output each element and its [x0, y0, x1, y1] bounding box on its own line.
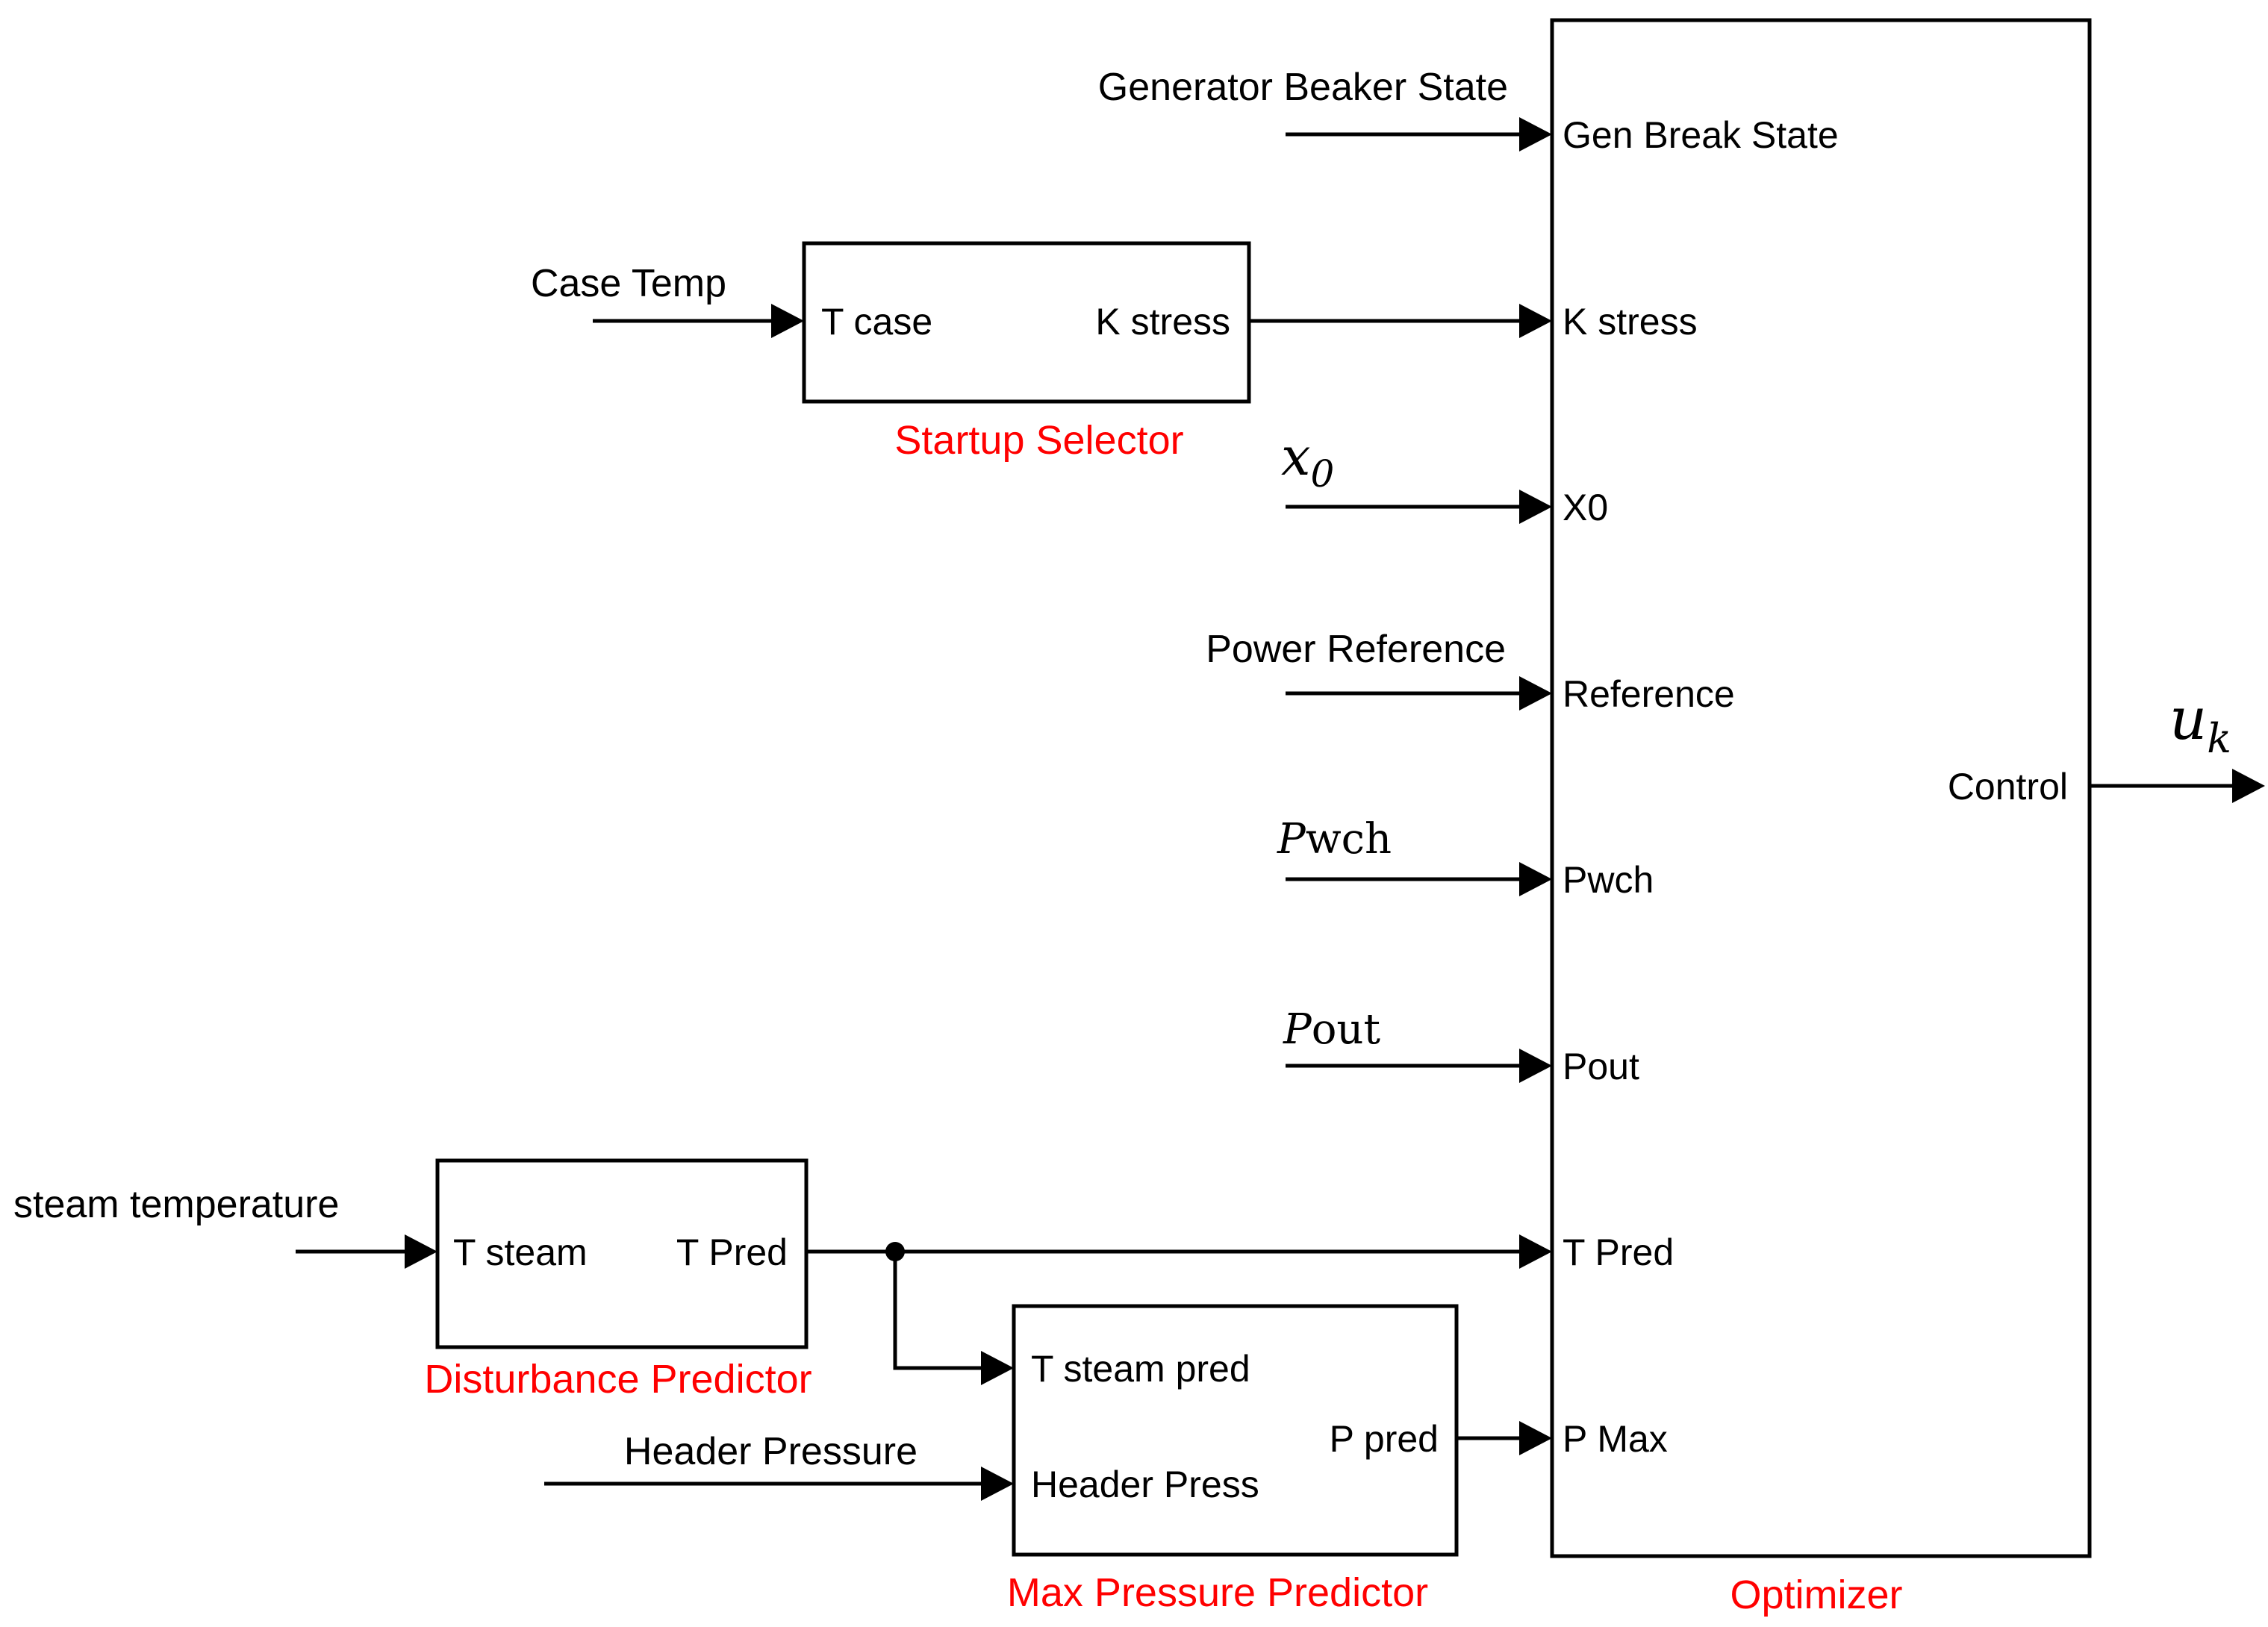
pout-symbol: Pout — [1283, 1005, 1380, 1054]
startup-selector-in-port: T case — [821, 301, 932, 343]
pout-arrowhead — [1519, 1049, 1552, 1083]
disturbance-predictor-out-port: T Pred — [676, 1231, 788, 1273]
x0-symbol: x0 — [1281, 426, 1334, 496]
generator-breaker-label: Generator Beaker State — [1098, 66, 1508, 109]
max-pressure-in-port-1: T steam pred — [1031, 1348, 1250, 1390]
optimizer-out-port: Control — [1948, 766, 2068, 808]
k-stress-arrowhead — [1519, 304, 1552, 338]
optimizer-port-pout: Pout — [1563, 1046, 1639, 1087]
startup-selector-out-port: K stress — [1095, 301, 1230, 343]
case-temp-label: Case Temp — [531, 262, 726, 305]
max-pressure-predictor-block — [1012, 1304, 1459, 1557]
optimizer-port-reference: Reference — [1563, 673, 1735, 715]
control-output-symbol: uk — [2169, 686, 2231, 762]
header-pressure-label: Header Pressure — [624, 1430, 918, 1473]
disturbance-predictor-in-port: T steam — [453, 1231, 588, 1273]
optimizer-port-t-pred: T Pred — [1563, 1231, 1674, 1273]
optimizer-port-k-stress: K stress — [1563, 301, 1698, 343]
header-pressure-arrowhead — [981, 1467, 1014, 1501]
optimizer-title: Optimizer — [1730, 1573, 1902, 1617]
startup-selector-title: Startup Selector — [894, 418, 1183, 463]
optimizer-port-x0: X0 — [1563, 487, 1608, 528]
max-pressure-in-port-2: Header Press — [1031, 1464, 1259, 1505]
control-output-arrowhead — [2232, 769, 2265, 803]
p-max-arrowhead — [1519, 1421, 1552, 1455]
t-steam-pred-arrowhead — [981, 1351, 1014, 1385]
optimizer-port-pwch: Pwch — [1563, 859, 1654, 901]
optimizer-port-p-max: P Max — [1563, 1418, 1668, 1460]
t-pred-arrowhead — [1519, 1234, 1552, 1269]
max-pressure-predictor-title: Max Pressure Predictor — [1007, 1570, 1428, 1615]
x0-arrowhead — [1519, 490, 1552, 524]
pwch-arrowhead — [1519, 862, 1552, 896]
steam-temp-arrowhead — [405, 1234, 437, 1269]
pwch-symbol: Pwch — [1277, 815, 1392, 864]
t-steam-pred-branch-wire — [893, 1252, 981, 1370]
gen-break-arrowhead — [1519, 117, 1552, 152]
steam-temperature-label: steam temperature — [13, 1183, 339, 1226]
reference-arrowhead — [1519, 676, 1552, 711]
junction-dot — [885, 1242, 905, 1261]
optimizer-block — [1550, 18, 2092, 1558]
disturbance-predictor-block — [435, 1158, 809, 1349]
max-pressure-out-port: P pred — [1330, 1418, 1439, 1460]
case-temp-arrowhead — [771, 304, 804, 338]
optimizer-port-gen-break-state: Gen Break State — [1563, 114, 1839, 156]
disturbance-predictor-title: Disturbance Predictor — [424, 1357, 811, 1402]
power-reference-label: Power Reference — [1206, 628, 1506, 671]
